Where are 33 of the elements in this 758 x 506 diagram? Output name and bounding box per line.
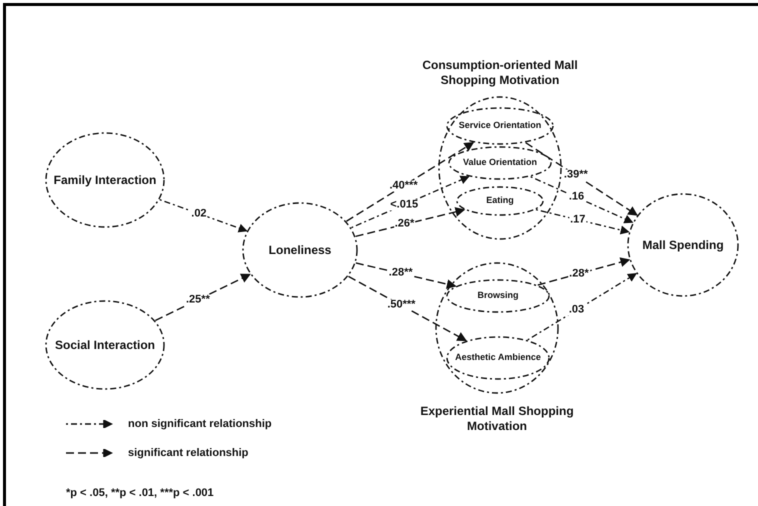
edge-label: .03 <box>568 304 586 316</box>
edge-label: .16 <box>568 192 586 203</box>
node-label: Eating <box>486 195 514 207</box>
arrow <box>536 209 630 234</box>
node-label: Social Interaction <box>54 338 156 352</box>
edge-label: <.015 <box>389 199 420 210</box>
arrow <box>160 199 248 232</box>
edge-label: .17 <box>569 214 586 226</box>
arrow <box>348 276 467 342</box>
edge-label: .25** <box>185 294 211 306</box>
node-label: Family Interaction <box>54 172 156 188</box>
arrow <box>527 273 637 340</box>
edge-label: .28** <box>388 268 414 279</box>
legend-text: non significant relationship <box>128 417 272 432</box>
edge-label: .39** <box>562 170 589 181</box>
edge-label: .26* <box>394 218 416 230</box>
legend-text: significant relationship <box>128 446 248 460</box>
group-title: Experiential Mall Shopping Motivation <box>419 404 575 434</box>
node-label: Service Orientation <box>458 120 542 132</box>
group-title: Consumption-oriented Mall Shopping Motivation <box>421 58 579 88</box>
significance-note: *p < .05, **p < .01, ***p < .001 <box>66 487 214 499</box>
edge-label: .50*** <box>386 300 416 311</box>
node-label: Loneliness <box>268 242 332 258</box>
edge-label: .28* <box>568 268 590 280</box>
node-label: Mall Spending <box>642 238 724 252</box>
arrow <box>346 142 474 222</box>
arrow <box>525 142 638 216</box>
arrow <box>355 207 466 238</box>
edge-label: .02 <box>190 208 208 220</box>
edge-label: .40*** <box>388 180 419 192</box>
node-label: Aesthetic Ambience <box>455 352 541 364</box>
node-label: Value Orientation <box>462 157 538 169</box>
node-label: Browsing <box>477 290 518 302</box>
